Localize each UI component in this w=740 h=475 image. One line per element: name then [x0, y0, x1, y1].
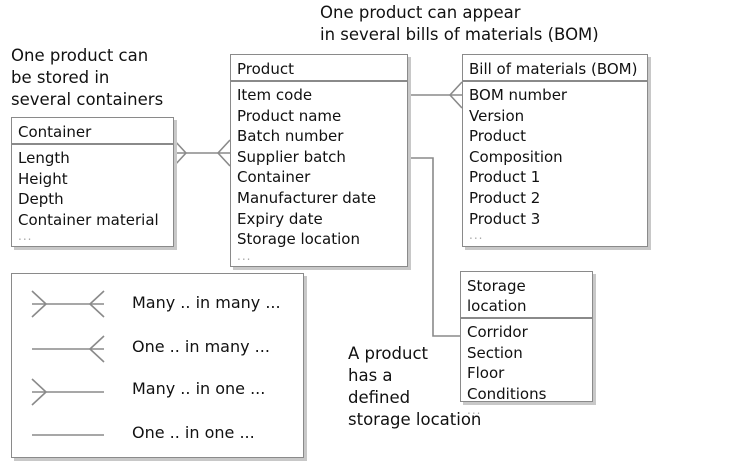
- entity-field: Container material: [18, 210, 159, 229]
- entity-field: Product 1: [469, 168, 541, 187]
- legend-label-many-to-one: Many .. in one ...: [132, 379, 266, 398]
- many-to-one-symbol: [31, 378, 104, 406]
- entity-field: Corridor: [467, 323, 528, 341]
- entity-title: Product: [231, 55, 407, 82]
- note-bom: One product can appear in several bills …: [320, 2, 599, 46]
- entity-field: Batch number: [237, 127, 344, 146]
- container-product-connector: [173, 139, 231, 167]
- note-storage-line: has a: [348, 366, 393, 385]
- entity-title: Container: [12, 118, 173, 145]
- entity-field: Storage location: [237, 230, 360, 249]
- note-container-line: several containers: [11, 90, 164, 109]
- legend-symbols: [31, 290, 105, 436]
- entity-field: Container: [237, 168, 311, 187]
- entity-field: Depth: [18, 190, 64, 209]
- note-bom-line: in several bills of materials (BOM): [320, 25, 599, 44]
- entity-field-more: ...: [237, 248, 252, 263]
- entity-field: BOM number: [469, 86, 568, 104]
- entity-field: Manufacturer date: [237, 188, 377, 207]
- note-storage-line: A product: [348, 344, 428, 363]
- entity-field: Product 3: [469, 209, 541, 228]
- bom-entity: Bill of materials (BOM) BOM number Versi…: [462, 54, 648, 247]
- entity-field-more: ...: [18, 229, 33, 244]
- entity-field: Product name: [237, 106, 342, 125]
- product-storage-connector: [408, 157, 462, 337]
- note-container-line: One product can: [11, 46, 149, 65]
- note-container: One product can be stored in several con…: [11, 45, 163, 111]
- note-storage-line: storage location: [348, 410, 482, 429]
- note-storage-line: defined: [348, 388, 411, 407]
- entity-field: Item code: [237, 86, 313, 104]
- entity-field: Floor: [467, 364, 505, 383]
- container-entity: Container Length Height Depth Container …: [11, 117, 174, 247]
- entity-fields: Length Height Depth Container material .…: [12, 148, 173, 242]
- entity-fields: BOM number Version Product Composition P…: [463, 85, 647, 241]
- entity-field: Version: [469, 106, 525, 125]
- storage-location-entity: Storage location Corridor Section Floor …: [460, 271, 593, 416]
- entity-field: Product: [469, 127, 526, 146]
- entity-field: Conditions: [467, 384, 547, 403]
- entity-field: Length: [18, 149, 70, 167]
- legend-label-many-to-many: Many .. in many ...: [132, 293, 281, 312]
- entity-field: Composition: [469, 147, 563, 166]
- product-bom-connector: [408, 81, 463, 109]
- one-to-many-symbol: [32, 335, 105, 363]
- note-bom-line: One product can appear: [320, 3, 521, 22]
- entity-field: Supplier batch: [237, 147, 346, 166]
- legend-label-one-to-one: One .. in one ...: [132, 423, 255, 442]
- entity-field: Section: [467, 343, 523, 362]
- entity-fields: Item code Product name Batch number Supp…: [231, 85, 407, 262]
- entity-fields: Corridor Section Floor Conditions ...: [461, 322, 592, 416]
- entity-field: Height: [18, 169, 68, 188]
- note-container-line: be stored in: [11, 68, 110, 87]
- legend-label-one-to-many: One .. in many ...: [132, 337, 270, 356]
- many-to-many-symbol: [31, 290, 105, 318]
- product-entity: Product Item code Product name Batch num…: [230, 54, 408, 267]
- entity-field: Product 2: [469, 188, 541, 207]
- entity-field-more: ...: [469, 228, 484, 243]
- entity-title: Storage location: [461, 272, 592, 319]
- note-storage: A product has a defined storage location: [348, 343, 481, 431]
- entity-field-more: ...: [467, 403, 482, 418]
- entity-field: Expiry date: [237, 209, 323, 228]
- legend: Many .. in many ... One .. in many ... M…: [11, 273, 304, 458]
- entity-title: Bill of materials (BOM): [463, 55, 647, 82]
